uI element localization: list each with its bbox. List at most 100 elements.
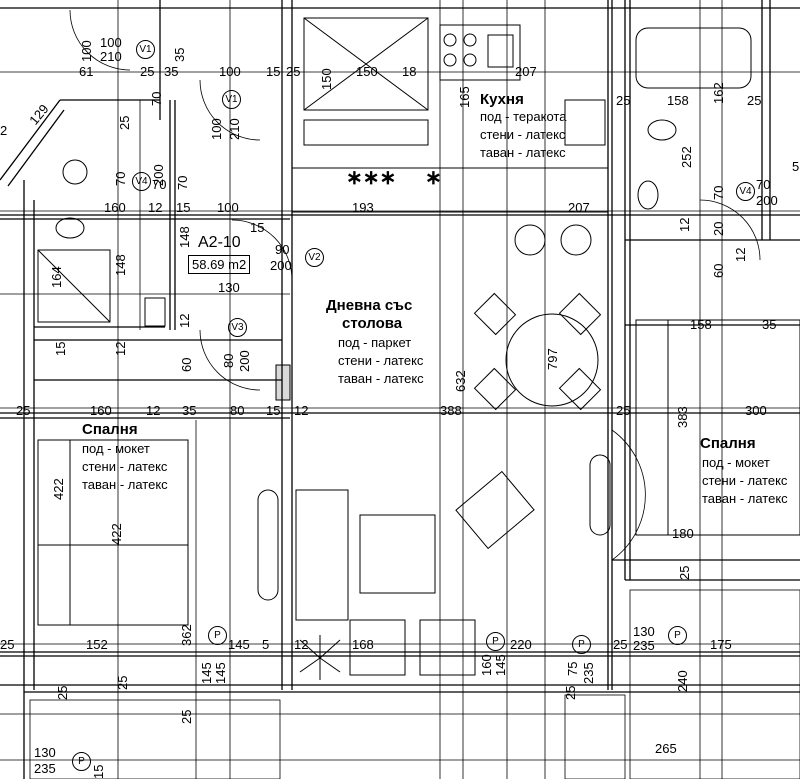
dim-text: 15 — [250, 220, 265, 235]
dim-text: 80 — [221, 353, 236, 368]
dim-text: 70 — [756, 177, 771, 192]
dim-text: 15 — [176, 200, 191, 215]
dim-text: 12 — [148, 200, 163, 215]
dim-text: 383 — [675, 406, 690, 428]
dim-text: 422 — [51, 478, 66, 500]
dim-text: 15 — [53, 341, 68, 356]
dim-text: 18 — [402, 64, 417, 79]
living-walls: стени - латекс — [338, 353, 424, 368]
dim-text: 25 — [179, 709, 194, 724]
kitchen-title: Кухня — [480, 91, 524, 108]
dim-text: 300 — [745, 403, 767, 418]
dim-text: 25 — [16, 403, 31, 418]
dim-text: 12 — [294, 403, 309, 418]
dim-text: 160 — [104, 200, 126, 215]
dim-text: 130 — [34, 745, 56, 760]
apartment-area: 58.69 m2 — [188, 255, 251, 274]
dim-text: 100 — [79, 40, 94, 62]
door-tag-v3: V3 — [228, 318, 247, 337]
dim-text: 235 — [581, 662, 596, 684]
dim-text: 12 — [177, 313, 192, 328]
door-tag-v4b: V4 — [736, 182, 755, 201]
dim-text: 422 — [109, 523, 124, 545]
dim-text: 15 — [91, 764, 106, 779]
door-tag-p4: P — [668, 626, 687, 645]
dim-text: 70 — [175, 175, 190, 190]
dim-text: 15 — [266, 64, 281, 79]
dim-text: 90 — [275, 242, 290, 257]
dim-text: 210 — [100, 49, 122, 64]
dim-text: 145 — [199, 662, 214, 684]
stars-marker: ∗∗∗ — [346, 167, 397, 189]
dim-text: 150 — [319, 68, 334, 90]
dim-text: 200 — [237, 350, 252, 372]
door-tag-v2: V2 — [305, 248, 324, 267]
dim-text: 25 — [115, 675, 130, 690]
bedroom-left-walls: стени - латекс — [82, 459, 168, 474]
dim-text: 150 — [356, 64, 378, 79]
dim-text: 5 — [262, 637, 270, 652]
dim-text: 200 — [756, 193, 778, 208]
door-tag-v1: V1 — [136, 40, 155, 59]
dim-text: 145 — [213, 662, 228, 684]
apartment-id: A2-10 — [198, 234, 241, 251]
dim-text: 148 — [113, 254, 128, 276]
dim-text: 35 — [172, 47, 187, 62]
bedroom-right-title: Спалня — [700, 435, 756, 452]
dim-text: 235 — [34, 761, 56, 776]
dim-text: 632 — [453, 370, 468, 392]
dim-text: 25 — [616, 93, 631, 108]
dim-text: 25 — [563, 685, 578, 700]
plant — [299, 635, 341, 680]
dim-text: 15 — [266, 403, 281, 418]
dim-text: 164 — [49, 266, 64, 288]
kitchen-floor: под - теракота — [480, 109, 567, 124]
dim-text: 100 — [209, 118, 224, 140]
kitchen-fixtures — [291, 17, 609, 256]
dim-text: 148 — [177, 226, 192, 248]
living-ceiling: таван - латекс — [338, 371, 424, 386]
door-tag-p1: P — [208, 626, 227, 645]
dim-text: 12 — [677, 217, 692, 232]
dim-text: 2 — [0, 123, 8, 138]
dim-text: 20 — [711, 221, 726, 236]
bathroom-right — [635, 27, 752, 210]
dim-text: 175 — [710, 637, 732, 652]
dim-text: 207 — [568, 200, 590, 215]
dim-text: 35 — [164, 64, 179, 79]
living-title-1: Дневна със — [326, 297, 413, 314]
dim-text: 158 — [690, 317, 712, 332]
dim-text: 25 — [286, 64, 301, 79]
dim-text: 100 — [217, 200, 239, 215]
dim-text: 25 — [0, 637, 15, 652]
dim-text: 130 — [633, 624, 655, 639]
kitchen-ceiling: таван - латекс — [480, 145, 566, 160]
dim-text: 25 — [140, 64, 155, 79]
dim-text: 100 — [219, 64, 241, 79]
kitchen-walls: стени - латекс — [480, 127, 566, 142]
balcony-railings — [29, 589, 800, 779]
dim-text: 162 — [711, 82, 726, 104]
dim-text: 160 — [90, 403, 112, 418]
dim-text: 145 — [493, 654, 508, 676]
door-swings — [69, 9, 761, 561]
living-furniture — [275, 364, 535, 676]
dim-text: 362 — [179, 624, 194, 646]
dim-text: 80 — [230, 403, 245, 418]
bedroom-left-title: Спалня — [82, 421, 138, 438]
dim-text: 25 — [616, 403, 631, 418]
bedroom-left-furniture — [37, 439, 279, 626]
door-tag-p5: P — [72, 752, 91, 771]
bedroom-right-walls: стени - латекс — [702, 473, 788, 488]
dim-text: 12 — [733, 247, 748, 262]
dim-text: 25 — [747, 93, 762, 108]
dim-text: 252 — [679, 146, 694, 168]
dim-text: 35 — [762, 317, 777, 332]
bedroom-left-floor: под - мокет — [82, 441, 150, 456]
dining-table — [473, 292, 602, 411]
dim-text: 12 — [146, 403, 161, 418]
dim-text: 70 — [711, 185, 726, 200]
dim-text: 168 — [352, 637, 374, 652]
